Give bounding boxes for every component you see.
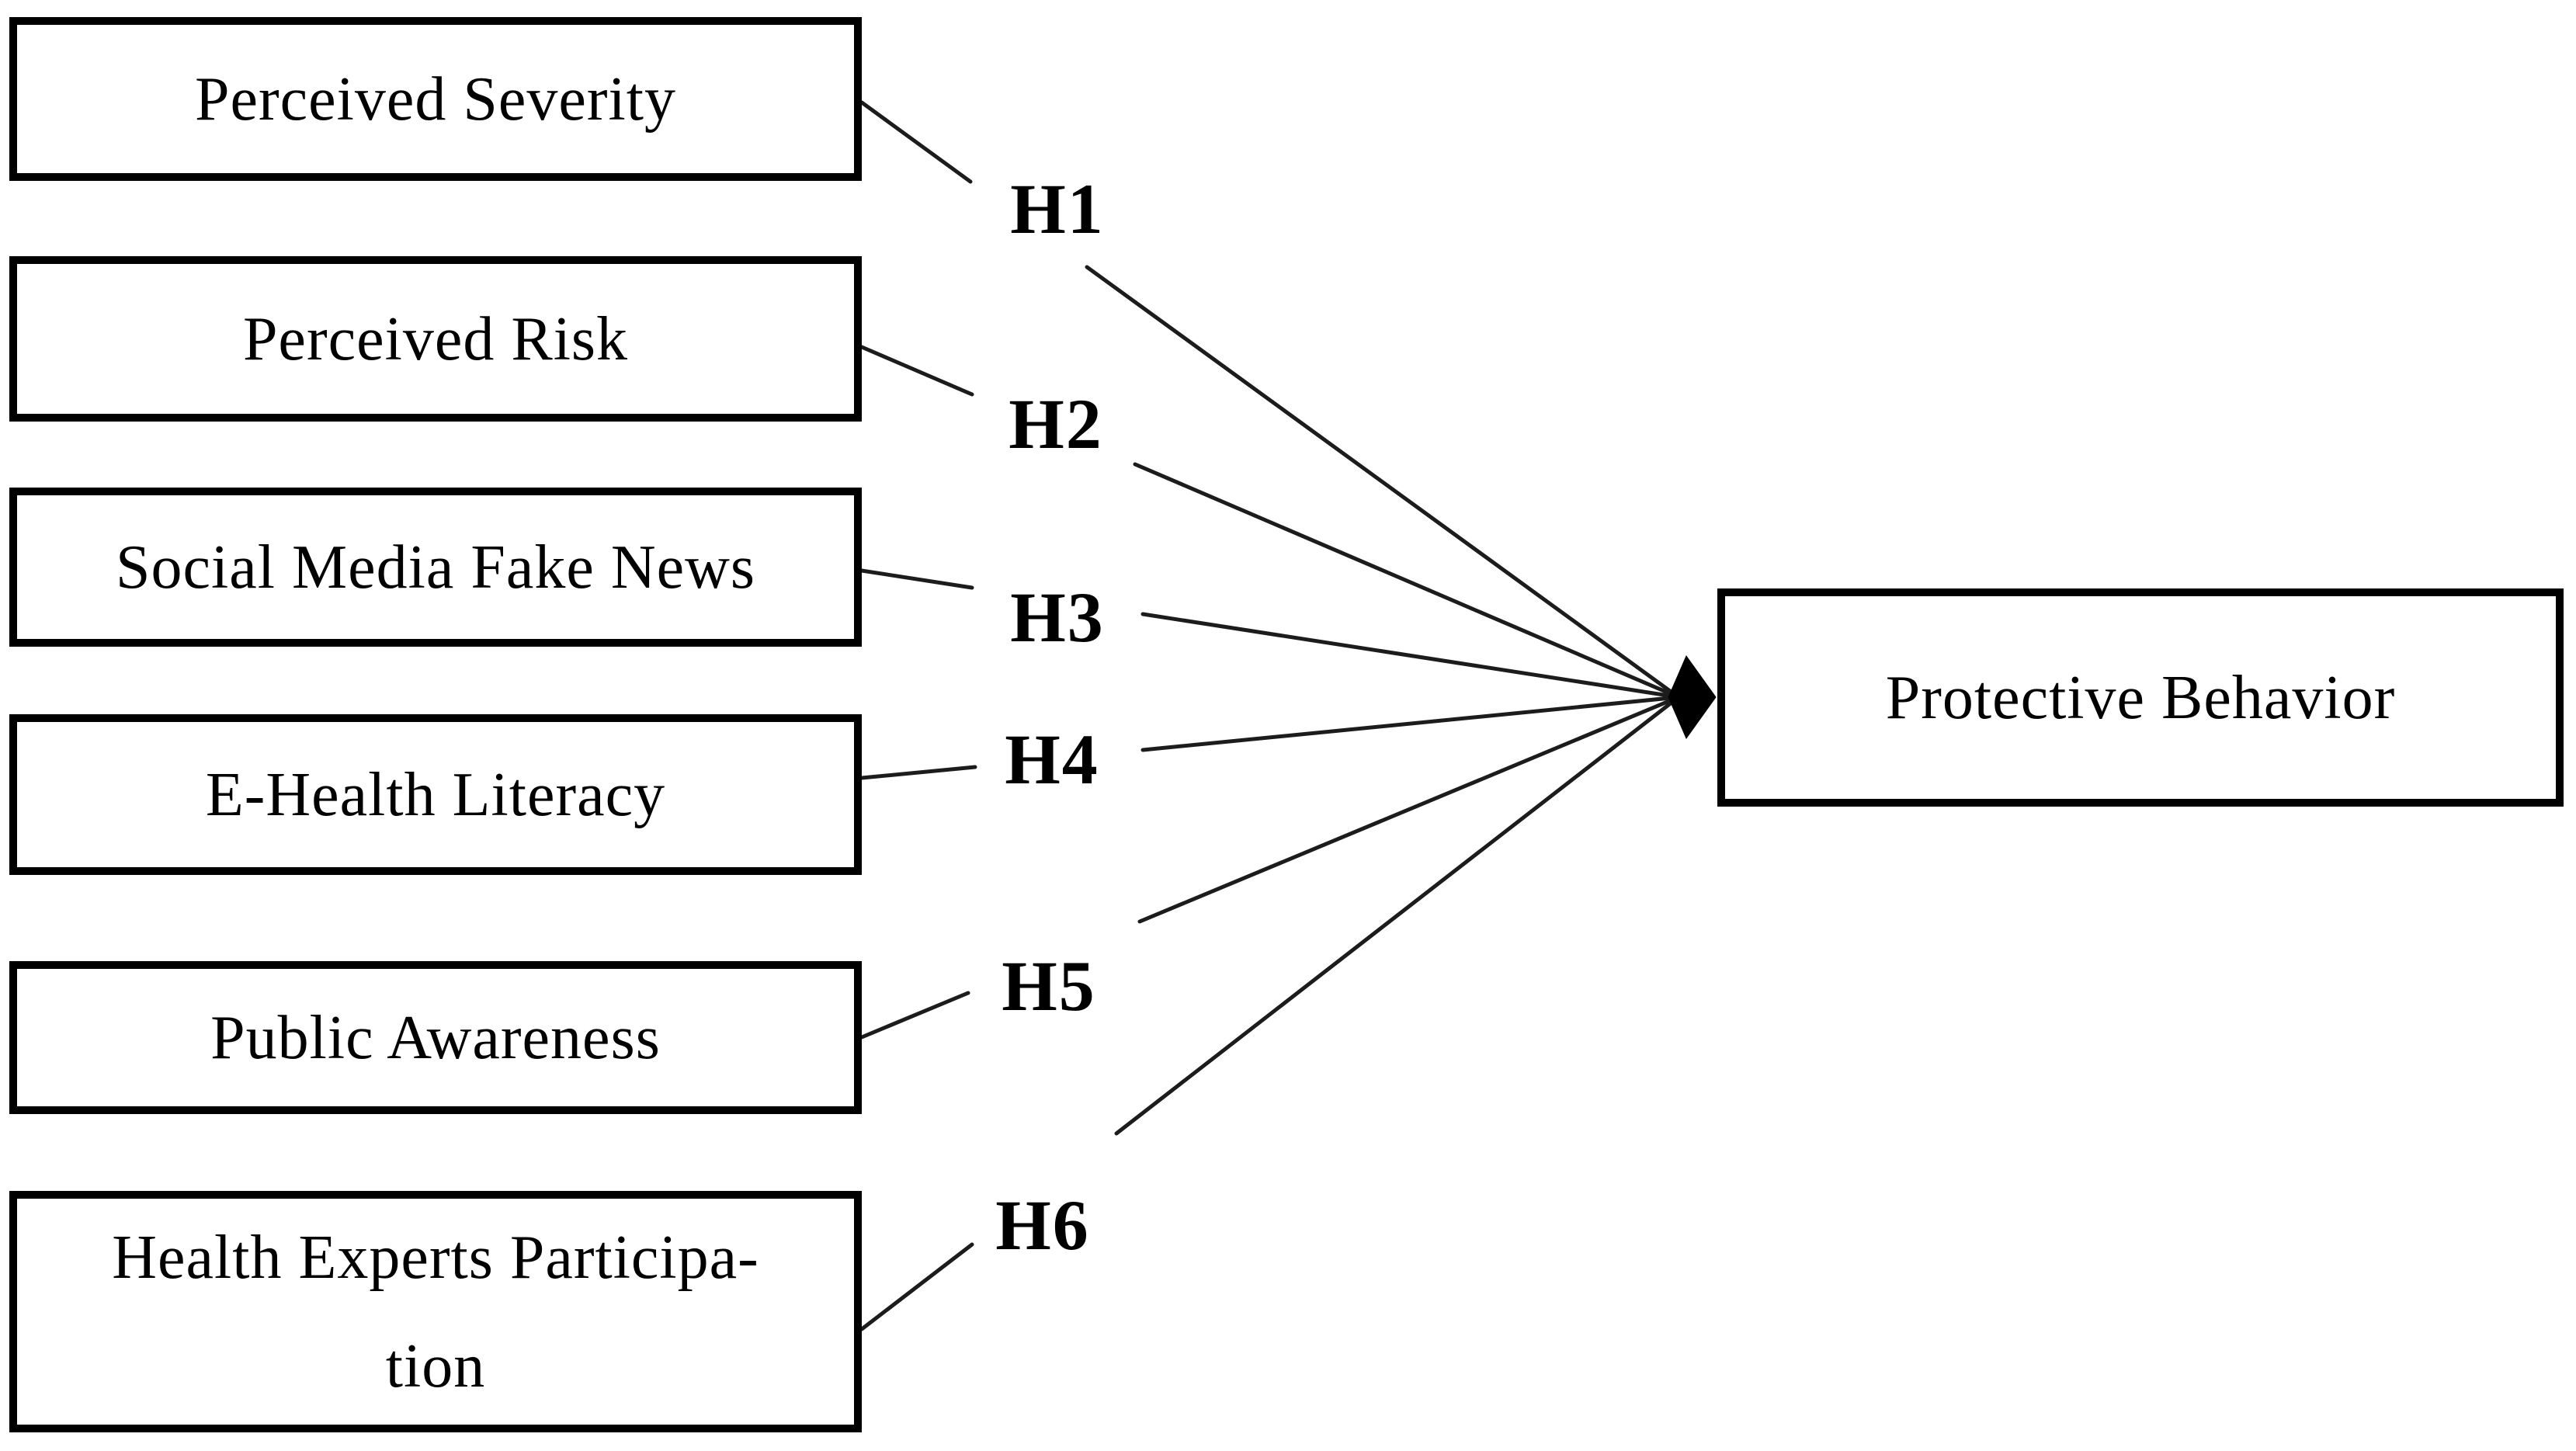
connector-h4-segment-right — [1140, 695, 1681, 752]
predictor-label: Social Media Fake News — [115, 533, 756, 602]
connector-h3-segment-left — [859, 568, 974, 590]
predictor-label: Perceived Severity — [195, 64, 676, 134]
outcome-label: Protective Behavior — [1885, 663, 2396, 732]
connector-h1-segment-right — [1085, 265, 1681, 699]
predictor-box-health-experts-participation: Health Experts Participa- tion — [9, 1191, 862, 1432]
predictor-label: E-Health Literacy — [205, 760, 666, 829]
predictor-label: Public Awareness — [210, 1003, 661, 1072]
predictor-box-e-health-literacy: E-Health Literacy — [9, 714, 862, 875]
hypothesis-label-h4: H4 — [1005, 720, 1099, 799]
connector-h2-segment-left — [859, 345, 974, 397]
connector-h4-segment-left — [859, 765, 977, 780]
hypothesis-label-h6: H6 — [995, 1185, 1090, 1265]
predictor-label: Perceived Risk — [242, 304, 629, 373]
predictor-label: Health Experts Participa- tion — [112, 1223, 759, 1401]
hypothesis-label-h5: H5 — [1002, 946, 1096, 1026]
connector-h5-segment-left — [859, 991, 970, 1040]
predictor-box-perceived-severity: Perceived Severity — [9, 17, 862, 181]
connector-h6-segment-right — [1114, 695, 1681, 1136]
hypothesis-label-h2: H2 — [1009, 384, 1103, 463]
hypothesis-label-h1: H1 — [1010, 169, 1105, 248]
predictor-box-perceived-risk: Perceived Risk — [9, 256, 862, 422]
connector-h3-segment-right — [1140, 612, 1681, 699]
connector-h1-segment-left — [859, 100, 973, 184]
hypothesis-label-h3: H3 — [1010, 578, 1105, 657]
connector-h2-segment-right — [1133, 462, 1681, 699]
outcome-box-protective-behavior: Protective Behavior — [1717, 588, 2564, 807]
connector-h5-segment-right — [1137, 695, 1681, 924]
arrowhead-icon — [1668, 654, 1717, 740]
connector-h6-segment-left — [859, 1242, 974, 1331]
predictor-box-social-media-fake-news: Social Media Fake News — [9, 488, 862, 647]
predictor-box-public-awareness: Public Awareness — [9, 961, 862, 1114]
